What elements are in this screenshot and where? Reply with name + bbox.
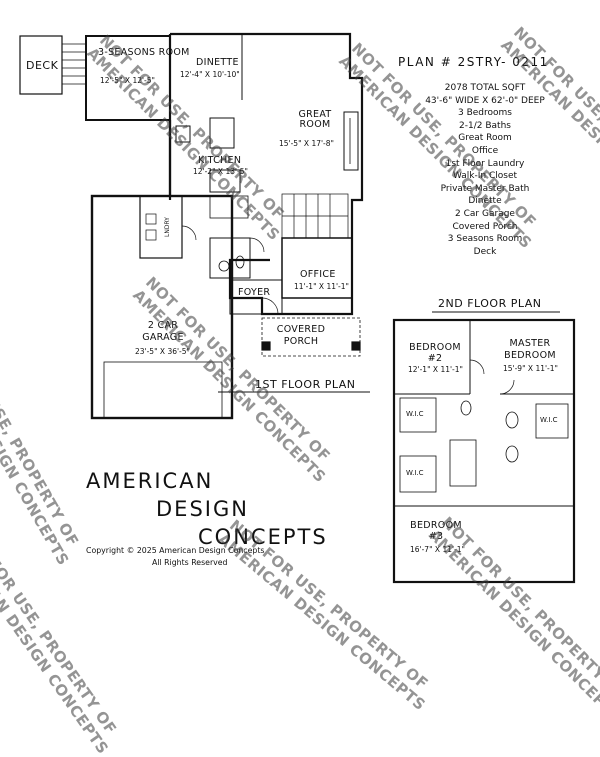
plan-specs: 2078 TOTAL SQFT 43'-6" WIDE X 62'-0" DEE… bbox=[400, 82, 570, 258]
seasons-room-label: 3-SEASONS ROOM bbox=[98, 47, 190, 58]
deck-label: DECK bbox=[26, 59, 59, 72]
spec-line: Walk-In Closet bbox=[452, 171, 518, 182]
rights-text: All Rights Reserved bbox=[152, 558, 228, 567]
covered-porch-label: COVERED PORCH bbox=[276, 324, 326, 347]
wic-3-outline bbox=[535, 403, 569, 439]
foyer-label: FOYER bbox=[238, 287, 271, 298]
office-label: OFFICE bbox=[300, 269, 336, 280]
dinette-dims: 12'-4" X 10'-10" bbox=[180, 70, 240, 79]
bedroom-3-dims: 16'-7" X 11'-1" bbox=[410, 545, 465, 554]
brand-line-3: CONCEPTS bbox=[198, 525, 328, 549]
wic-2-outline bbox=[399, 455, 437, 493]
second-floor-outline bbox=[392, 318, 576, 584]
garage-door bbox=[103, 361, 223, 419]
great-room-label: GREAT ROOM bbox=[298, 109, 332, 130]
spec-line: 2 Car Garage bbox=[455, 208, 515, 219]
garage-dims: 23'-5" X 36'-5" bbox=[135, 347, 190, 356]
great-room-dims: 15'-5" X 17'-8" bbox=[279, 139, 334, 148]
bedroom-2-dims: 12'-1" X 11'-1" bbox=[408, 365, 463, 374]
brand-line-1: AMERICAN bbox=[86, 469, 214, 493]
spec-line: Covered Porch bbox=[452, 221, 518, 232]
wic-1-label: W.I.C bbox=[406, 410, 424, 418]
master-bedroom-dims: 15'-9" X 11'-1" bbox=[503, 364, 558, 373]
spec-line: Private Master Bath bbox=[440, 183, 530, 194]
plan-title: PLAN # 2STRY- 0211 bbox=[398, 55, 549, 69]
fireplace bbox=[343, 111, 359, 171]
wic-2-label: W.I.C bbox=[406, 469, 424, 477]
kitchen-island bbox=[209, 117, 235, 149]
brand-line-2: DESIGN bbox=[156, 497, 249, 521]
garage-label: 2 CAR GARAGE bbox=[142, 320, 184, 343]
spec-line: Great Room bbox=[458, 133, 512, 144]
deck-outline bbox=[19, 35, 63, 95]
covered-porch-outline bbox=[261, 317, 361, 357]
bedroom-3-label: BEDROOM #3 bbox=[410, 520, 462, 542]
seasons-room-dims: 12'-5" X 12'-5" bbox=[100, 76, 155, 85]
range bbox=[175, 125, 191, 143]
powder-room bbox=[209, 237, 251, 279]
company-name: AMERICAN DESIGN CONCEPTS bbox=[86, 467, 328, 551]
laundry-label: LNDRY bbox=[163, 217, 171, 237]
second-floor-label: 2ND FLOOR PLAN bbox=[438, 297, 542, 310]
wic-1-outline bbox=[399, 397, 437, 433]
office-outline bbox=[281, 237, 353, 299]
foyer-outline bbox=[229, 279, 283, 315]
spec-line: Office bbox=[471, 145, 499, 156]
bedroom-2-label: BEDROOM #2 bbox=[409, 342, 461, 364]
deck-stairs bbox=[62, 43, 86, 85]
copyright-text: Copyright © 2025 American Design Concept… bbox=[86, 546, 265, 555]
copyright-notice: Copyright © 2025 American Design Concept… bbox=[86, 545, 264, 569]
dinette-label: DINETTE bbox=[196, 57, 239, 68]
laundry-outline bbox=[139, 195, 183, 259]
spec-line: 3 Seasons Room bbox=[447, 234, 523, 245]
kitchen-dims: 12'-2" X 13'-5" bbox=[193, 167, 248, 176]
spec-line: 1st Floor Laundry bbox=[445, 158, 525, 169]
master-bedroom-label: MASTER BEDROOM bbox=[504, 338, 556, 361]
wic-3-label: W.I.C bbox=[540, 416, 558, 424]
spec-line: Deck bbox=[473, 246, 497, 257]
spec-line: Dinette bbox=[468, 196, 502, 207]
spec-line: 2-1/2 Baths bbox=[459, 120, 511, 131]
spec-line: 2078 TOTAL SQFT bbox=[444, 83, 526, 93]
kitchen-label: KITCHEN bbox=[198, 155, 242, 166]
office-dims: 11'-1" X 11'-1" bbox=[294, 282, 349, 291]
upper-stairs bbox=[449, 439, 477, 487]
kitchen-sink bbox=[209, 169, 241, 193]
first-floor-label: 1ST FLOOR PLAN bbox=[255, 378, 356, 391]
spec-line: 3 Bedrooms bbox=[458, 108, 512, 119]
spec-line: 43'-6" WIDE X 62'-0" DEEP bbox=[425, 95, 545, 106]
floor-plan-drawing bbox=[19, 32, 576, 584]
